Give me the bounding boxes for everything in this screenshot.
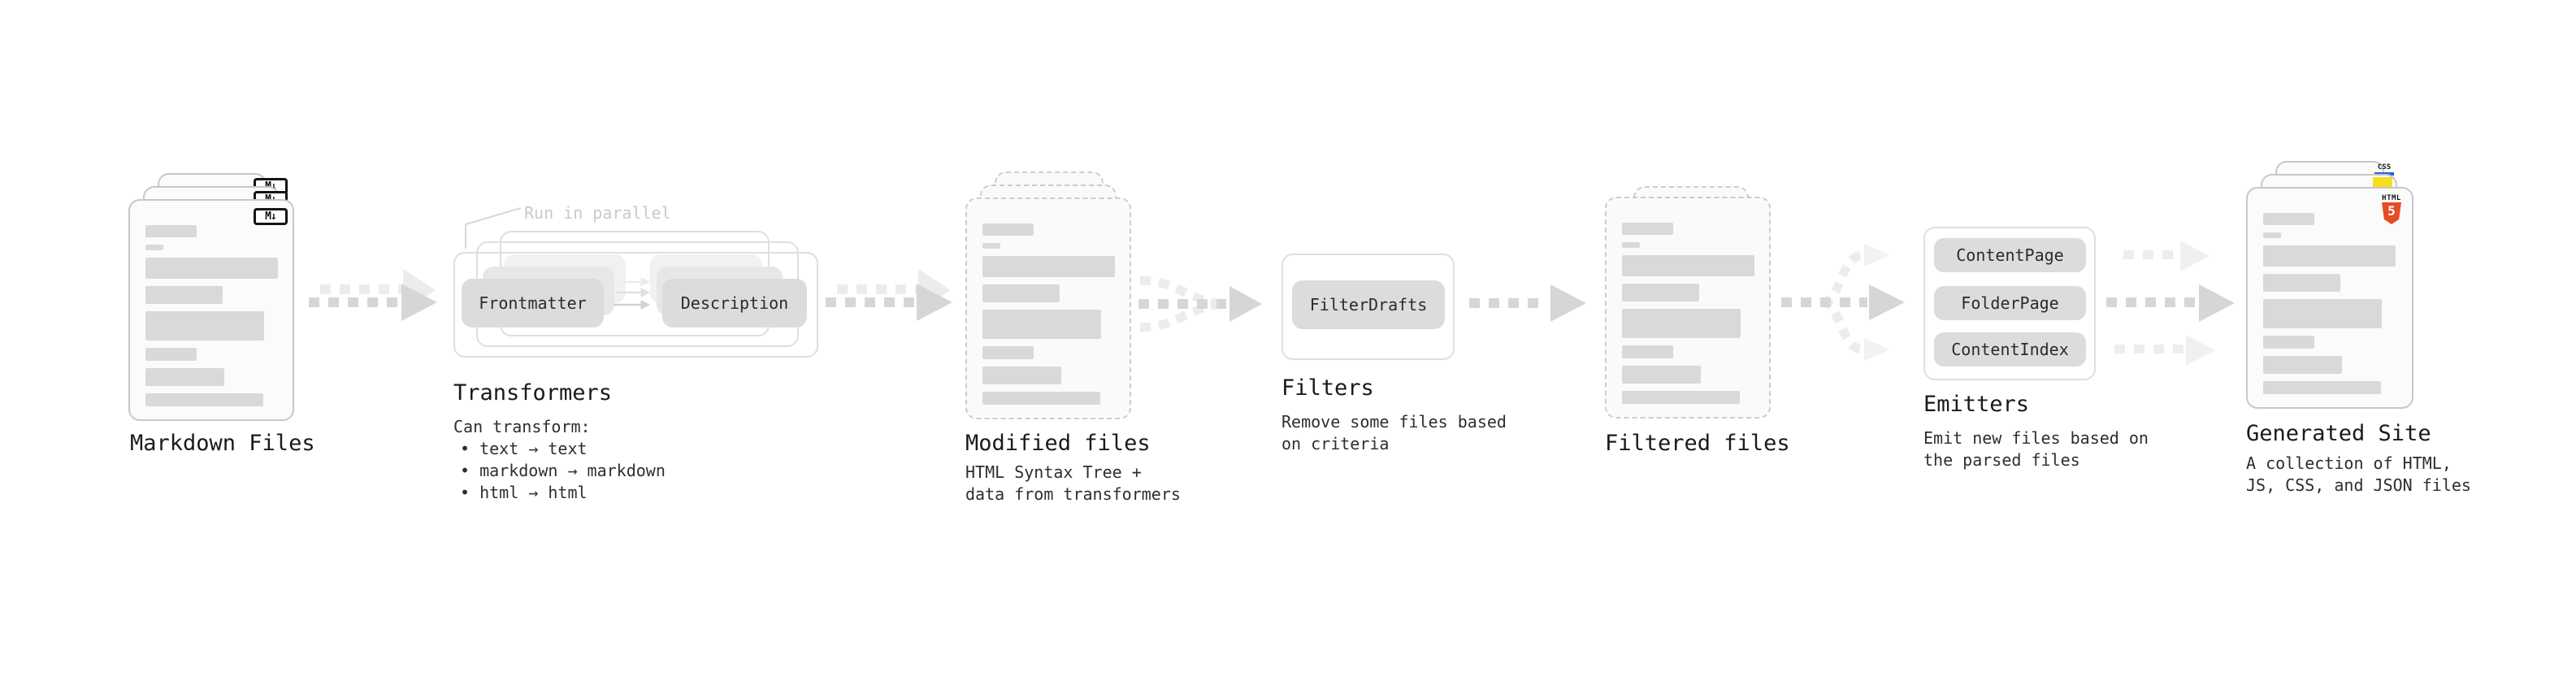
emitters-title: Emitters <box>1923 392 2030 417</box>
filters-subtitle: Remove some files based on criteria <box>1281 411 1507 455</box>
filtered-files-stack <box>1605 186 1774 422</box>
doc-content-placeholder <box>1622 223 1754 404</box>
modified-files-subtitle: HTML Syntax Tree + data from transformer… <box>965 462 1181 505</box>
contentindex-pill: ContentIndex <box>1934 332 2086 367</box>
flow-arrow-dash-light <box>2114 345 2184 354</box>
emitters-subtitle: Emit new files based on the parsed files <box>1923 427 2149 471</box>
filters-title: Filters <box>1281 375 1374 401</box>
doc-content-placeholder <box>2263 213 2396 394</box>
subtitle-line: JS, CSS, and JSON files <box>2246 475 2471 495</box>
flow-arrow-dash <box>1469 298 1547 308</box>
flow-arrow-dash-secondary <box>837 284 918 294</box>
js-icon <box>2373 177 2392 188</box>
flow-arrow-dash-light <box>2123 250 2179 259</box>
modified-files-title: Modified files <box>965 431 1151 456</box>
flow-arrow-dash <box>309 297 400 307</box>
generated-site-title: Generated Site <box>2246 421 2431 446</box>
doc-content-placeholder <box>145 225 278 406</box>
filtered-files-title: Filtered files <box>1605 431 1790 456</box>
modified-files-stack <box>965 171 1134 421</box>
markdown-icon: M↓ <box>254 208 288 225</box>
doc-content-placeholder <box>982 223 1115 405</box>
subtitle-line: HTML Syntax Tree + <box>965 462 1142 482</box>
markdown-files-label: Markdown Files <box>130 431 315 456</box>
transformers-desc-heading: Can transform: <box>453 417 591 436</box>
flow-arrowhead <box>2199 284 2235 322</box>
run-in-parallel-note: Run in parallel <box>524 203 671 223</box>
transformers-title: Transformers <box>453 380 613 406</box>
folderpage-pill: FolderPage <box>1934 286 2086 320</box>
markdown-files-stack: M↓ M↓ M↓ <box>128 173 297 421</box>
generated-site-stack: CSS HTML 5 <box>2246 161 2417 410</box>
bullet-item: • html → html <box>460 483 588 502</box>
markdown-doc-front <box>128 199 294 421</box>
description-pill: Description <box>662 279 807 327</box>
subtitle-line: on criteria <box>1281 434 1390 453</box>
subtitle-line: Remove some files based <box>1281 412 1507 432</box>
subtitle-line: the parsed files <box>1923 450 2080 470</box>
transformer-layer-front <box>453 252 818 358</box>
flow-arrowhead-light <box>2180 241 2210 271</box>
html5-icon-label: HTML <box>2382 194 2401 202</box>
transformers-bullets: • text → text • markdown → markdown • ht… <box>460 438 666 504</box>
flow-arrow-dash <box>2106 297 2197 307</box>
html-doc <box>2246 187 2413 409</box>
contentpage-pill: ContentPage <box>1934 238 2086 272</box>
bullet-item: • text → text <box>460 439 588 458</box>
transform-mini-arrows <box>614 277 651 310</box>
generated-site-subtitle: A collection of HTML, JS, CSS, and JSON … <box>2246 453 2471 497</box>
frontmatter-pill: Frontmatter <box>462 279 604 327</box>
html5-icon-number: 5 <box>2387 203 2396 219</box>
html5-icon: HTML 5 <box>2381 194 2402 224</box>
flow-arrowhead-light <box>2186 335 2215 366</box>
filtered-doc-front <box>1605 197 1771 419</box>
fanout-arrow <box>1781 244 1905 361</box>
subtitle-line: Emit new files based on <box>1923 428 2149 448</box>
subtitle-line: A collection of HTML, <box>2246 453 2452 473</box>
html5-icon-shield: 5 <box>2382 202 2401 224</box>
flow-arrowhead <box>1550 284 1586 322</box>
filterdrafts-pill: FilterDrafts <box>1292 280 1445 329</box>
css-icon-label: CSS <box>2377 163 2392 171</box>
modified-doc-front <box>965 197 1131 419</box>
note-leader-line <box>465 207 522 249</box>
flow-arrow-dash <box>826 297 915 307</box>
merge-arrow <box>1138 275 1262 332</box>
subtitle-line: data from transformers <box>965 484 1181 504</box>
bullet-item: • markdown → markdown <box>460 461 666 480</box>
flow-arrow-dash-secondary <box>320 284 401 294</box>
